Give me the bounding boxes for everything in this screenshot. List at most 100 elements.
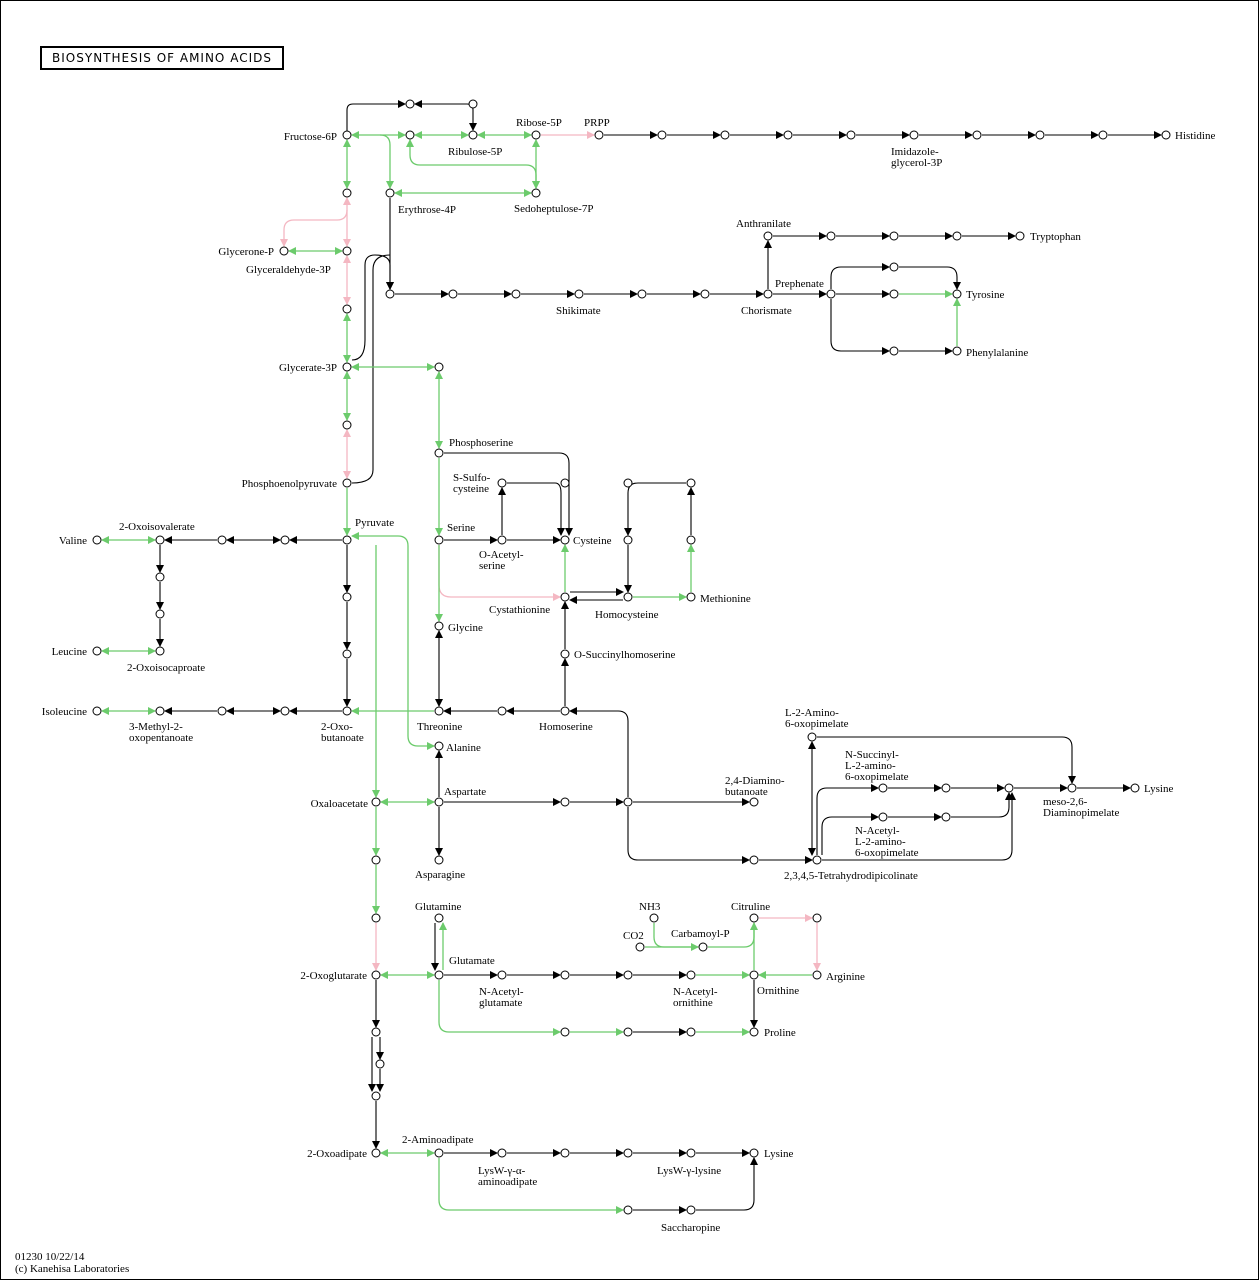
compound-node[interactable] xyxy=(342,592,352,602)
compound-node[interactable] xyxy=(686,1027,696,1037)
compound-node[interactable] xyxy=(749,1148,759,1158)
compound-node[interactable] xyxy=(972,130,982,140)
compound-node[interactable] xyxy=(342,130,352,140)
compound-node[interactable] xyxy=(635,942,645,952)
compound-node[interactable] xyxy=(1035,130,1045,140)
compound-node[interactable] xyxy=(749,797,759,807)
compound-node[interactable] xyxy=(763,231,773,241)
compound-node[interactable] xyxy=(560,706,570,716)
compound-node[interactable] xyxy=(497,970,507,980)
compound-node[interactable] xyxy=(434,621,444,631)
compound-node[interactable] xyxy=(342,478,352,488)
compound-node[interactable] xyxy=(1098,130,1108,140)
compound-node[interactable] xyxy=(342,304,352,314)
compound-node[interactable] xyxy=(434,362,444,372)
compound-node[interactable] xyxy=(889,231,899,241)
compound-node[interactable] xyxy=(749,1027,759,1037)
compound-node[interactable] xyxy=(434,535,444,545)
compound-node[interactable] xyxy=(434,741,444,751)
compound-node[interactable] xyxy=(155,572,165,582)
compound-node[interactable] xyxy=(371,855,381,865)
compound-node[interactable] xyxy=(371,1027,381,1037)
compound-node[interactable] xyxy=(846,130,856,140)
compound-node[interactable] xyxy=(405,99,415,109)
compound-node[interactable] xyxy=(686,592,696,602)
compound-node[interactable] xyxy=(385,188,395,198)
compound-node[interactable] xyxy=(560,797,570,807)
compound-node[interactable] xyxy=(952,289,962,299)
compound-node[interactable] xyxy=(342,362,352,372)
compound-node[interactable] xyxy=(371,797,381,807)
compound-node[interactable] xyxy=(155,535,165,545)
compound-node[interactable] xyxy=(1004,783,1014,793)
compound-node[interactable] xyxy=(623,970,633,980)
compound-node[interactable] xyxy=(952,231,962,241)
compound-node[interactable] xyxy=(686,478,696,488)
compound-node[interactable] xyxy=(280,706,290,716)
compound-node[interactable] xyxy=(623,1027,633,1037)
compound-node[interactable] xyxy=(155,646,165,656)
compound-node[interactable] xyxy=(560,535,570,545)
compound-node[interactable] xyxy=(371,1148,381,1158)
compound-node[interactable] xyxy=(686,1205,696,1215)
compound-node[interactable] xyxy=(560,649,570,659)
compound-node[interactable] xyxy=(468,99,478,109)
compound-node[interactable] xyxy=(763,289,773,299)
compound-node[interactable] xyxy=(698,942,708,952)
compound-node[interactable] xyxy=(560,1027,570,1037)
compound-node[interactable] xyxy=(342,649,352,659)
compound-node[interactable] xyxy=(342,420,352,430)
compound-node[interactable] xyxy=(941,783,951,793)
compound-node[interactable] xyxy=(342,188,352,198)
compound-node[interactable] xyxy=(700,289,710,299)
compound-node[interactable] xyxy=(889,289,899,299)
compound-node[interactable] xyxy=(623,1148,633,1158)
compound-node[interactable] xyxy=(342,706,352,716)
compound-node[interactable] xyxy=(623,592,633,602)
compound-node[interactable] xyxy=(594,130,604,140)
compound-node[interactable] xyxy=(1161,130,1171,140)
compound-node[interactable] xyxy=(560,592,570,602)
compound-node[interactable] xyxy=(434,855,444,865)
compound-node[interactable] xyxy=(531,188,541,198)
compound-node[interactable] xyxy=(434,797,444,807)
compound-node[interactable] xyxy=(574,289,584,299)
compound-node[interactable] xyxy=(686,970,696,980)
compound-node[interactable] xyxy=(434,706,444,716)
compound-node[interactable] xyxy=(468,130,478,140)
compound-node[interactable] xyxy=(92,646,102,656)
compound-node[interactable] xyxy=(826,289,836,299)
compound-node[interactable] xyxy=(749,970,759,980)
compound-node[interactable] xyxy=(217,706,227,716)
compound-node[interactable] xyxy=(909,130,919,140)
compound-node[interactable] xyxy=(749,855,759,865)
compound-node[interactable] xyxy=(92,706,102,716)
compound-node[interactable] xyxy=(812,913,822,923)
compound-node[interactable] xyxy=(1130,783,1140,793)
compound-node[interactable] xyxy=(434,1148,444,1158)
compound-node[interactable] xyxy=(371,970,381,980)
compound-node[interactable] xyxy=(497,1148,507,1158)
compound-node[interactable] xyxy=(434,970,444,980)
compound-node[interactable] xyxy=(448,289,458,299)
compound-node[interactable] xyxy=(92,535,102,545)
compound-node[interactable] xyxy=(375,1059,385,1069)
compound-node[interactable] xyxy=(531,130,541,140)
compound-node[interactable] xyxy=(279,246,289,256)
compound-node[interactable] xyxy=(560,478,570,488)
compound-node[interactable] xyxy=(749,913,759,923)
compound-node[interactable] xyxy=(807,732,817,742)
compound-node[interactable] xyxy=(878,783,888,793)
compound-node[interactable] xyxy=(623,478,633,488)
compound-node[interactable] xyxy=(878,812,888,822)
compound-node[interactable] xyxy=(497,706,507,716)
compound-node[interactable] xyxy=(952,346,962,356)
compound-node[interactable] xyxy=(783,130,793,140)
compound-node[interactable] xyxy=(812,855,822,865)
compound-node[interactable] xyxy=(686,1148,696,1158)
compound-node[interactable] xyxy=(511,289,521,299)
compound-node[interactable] xyxy=(826,231,836,241)
compound-node[interactable] xyxy=(497,478,507,488)
compound-node[interactable] xyxy=(1067,783,1077,793)
compound-node[interactable] xyxy=(405,130,415,140)
